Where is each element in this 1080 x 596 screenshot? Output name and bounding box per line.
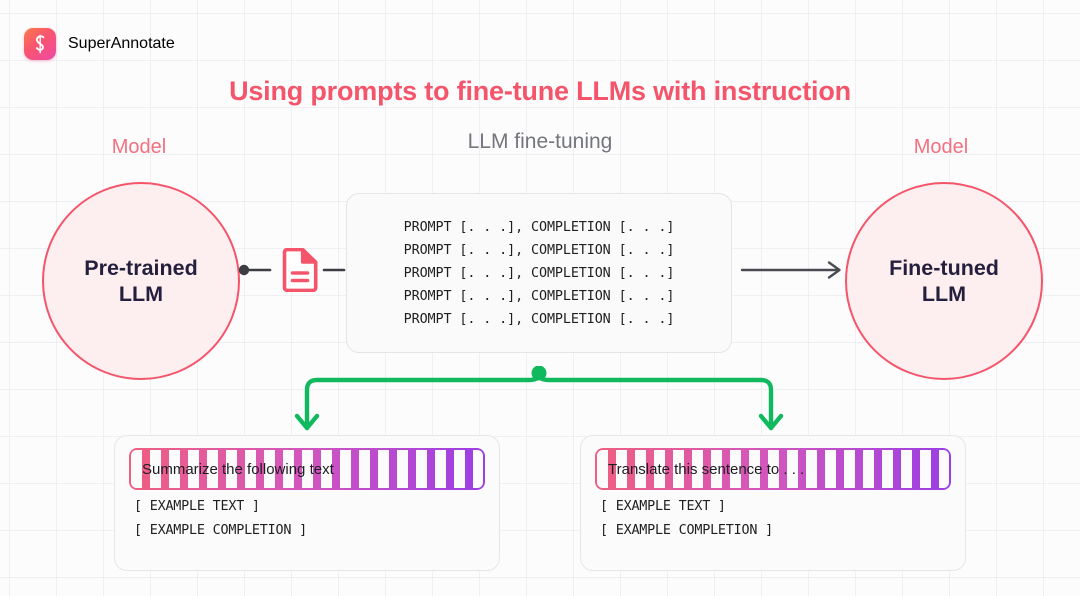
pre-trained-llm-line1: Pre-trained <box>84 255 198 280</box>
example-card-translate: Translate this sentence to . . . [ EXAMP… <box>580 435 966 571</box>
brand-name: SuperAnnotate <box>68 35 175 52</box>
right-arrow-icon <box>740 261 841 279</box>
prompt-completion-row: PROMPT [. . .], COMPLETION [. . .] <box>403 311 675 327</box>
prompt-completion-row: PROMPT [. . .], COMPLETION [. . .] <box>403 242 675 258</box>
dashed-gradient-border <box>129 448 485 490</box>
dashed-gradient-border <box>595 448 951 490</box>
page-title: Using prompts to fine-tune LLMs with ins… <box>229 76 851 106</box>
fine-tuned-llm-node: Fine-tuned LLM <box>845 182 1043 380</box>
fine-tuned-llm-line2: LLM <box>921 282 967 306</box>
pre-trained-llm-line2: LLM <box>118 282 164 306</box>
prompt-completion-row: PROMPT [. . .], COMPLETION [. . .] <box>403 265 675 281</box>
section-label: LLM fine-tuning <box>467 130 613 153</box>
example-text-line: [ EXAMPLE TEXT ] <box>600 499 726 514</box>
instruction-dashed-box: Translate this sentence to . . . <box>595 448 951 490</box>
example-completion-line: [ EXAMPLE COMPLETION ] <box>600 523 773 538</box>
superannotate-logo-icon <box>24 28 56 60</box>
brand-logo: SuperAnnotate <box>24 28 175 60</box>
instruction-dashed-box: Summarize the following text <box>129 448 485 490</box>
document-icon <box>282 248 318 292</box>
fine-tuned-llm-line1: Fine-tuned <box>889 255 999 280</box>
example-completion-line: [ EXAMPLE COMPLETION ] <box>134 523 307 538</box>
model-label-left: Model <box>111 136 167 158</box>
example-text-line: [ EXAMPLE TEXT ] <box>134 499 260 514</box>
prompt-completion-card: PROMPT [. . .], COMPLETION [. . .] PROMPT… <box>346 193 732 353</box>
prompt-completion-row: PROMPT [. . .], COMPLETION [. . .] <box>403 288 675 304</box>
pre-trained-llm-node: Pre-trained LLM <box>42 182 240 380</box>
instruction-text: Summarize the following text <box>142 460 334 478</box>
left-connector <box>238 264 346 276</box>
model-label-right: Model <box>913 136 969 158</box>
example-card-summarize: Summarize the following text [ EXAMPLE T… <box>114 435 500 571</box>
branch-connector <box>294 366 784 431</box>
instruction-text: Translate this sentence to . . . <box>608 460 805 478</box>
prompt-completion-row: PROMPT [. . .], COMPLETION [. . .] <box>403 219 675 235</box>
